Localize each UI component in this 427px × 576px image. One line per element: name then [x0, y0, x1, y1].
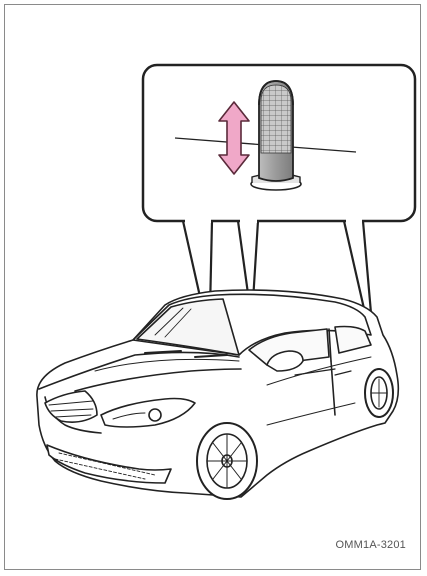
figure-frame: OMM1A-3201: [4, 4, 421, 570]
figure-code: OMM1A-3201: [336, 539, 406, 551]
car-illustration: [37, 290, 398, 499]
illustration: [5, 5, 422, 571]
